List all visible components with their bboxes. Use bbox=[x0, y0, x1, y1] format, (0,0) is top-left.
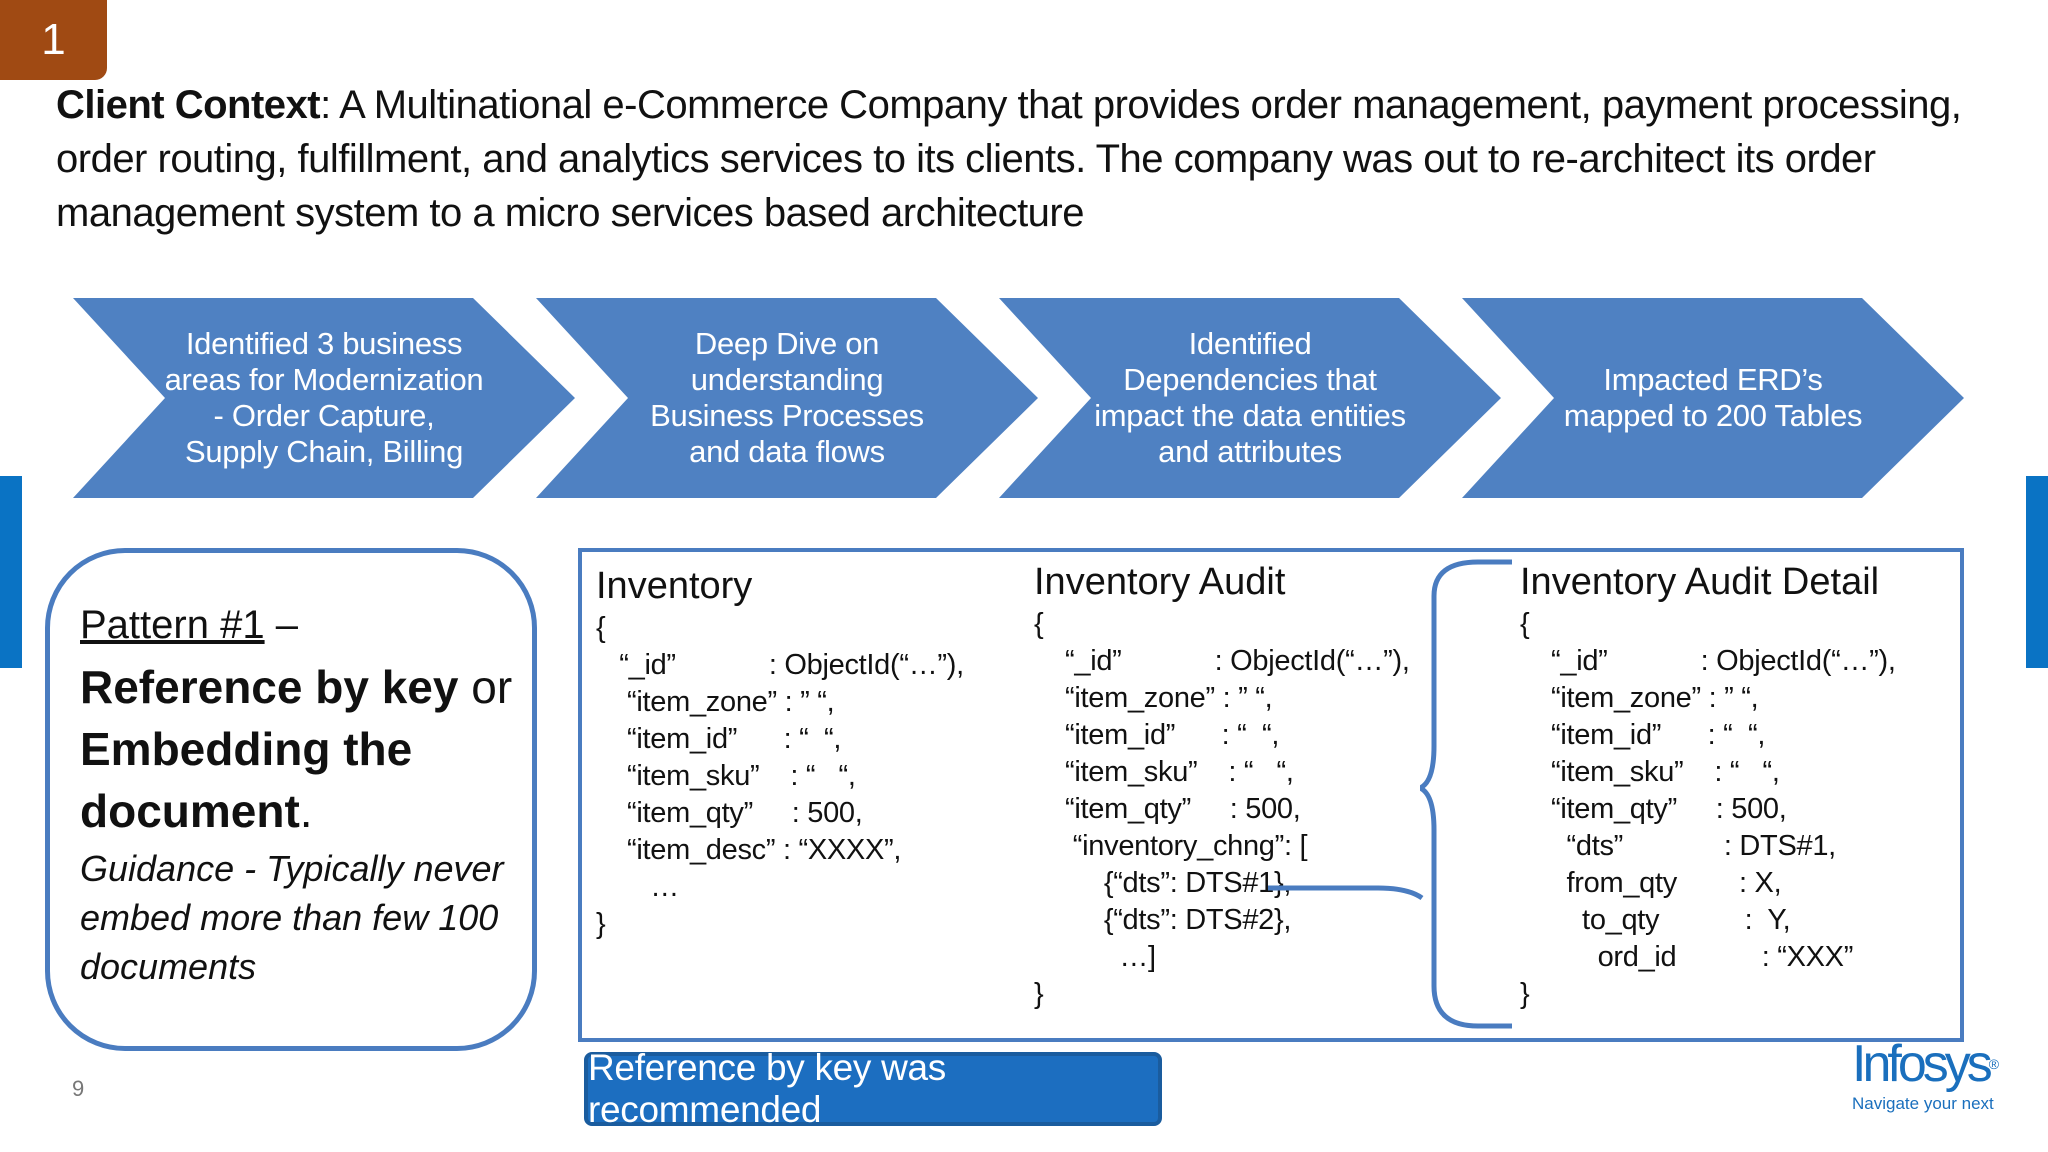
code-line: “item_zone” : ” “, bbox=[1034, 682, 1273, 714]
code-line: } bbox=[596, 908, 606, 940]
client-context-label: Client Context bbox=[56, 83, 321, 127]
code-line: “item_sku” : “ “, bbox=[1520, 756, 1780, 788]
code-line: “item_qty” : 500, bbox=[596, 797, 863, 829]
inventory-audit-schema: Inventory Audit { “_id” : ObjectId(“…”),… bbox=[1034, 558, 1410, 1013]
code-line: “_id” : ObjectId(“…”), bbox=[596, 649, 964, 681]
inventory-audit-lines: { “_id” : ObjectId(“…”), “item_zone” : ”… bbox=[1034, 606, 1410, 1013]
pattern-title-dash: – bbox=[264, 603, 298, 647]
code-line: “item_desc” : “XXXX”, bbox=[596, 834, 902, 866]
chevron-step-4: Impacted ERD’s mapped to 200 Tables bbox=[1462, 298, 1964, 498]
right-accent-bar bbox=[2026, 476, 2048, 668]
logo-tagline: Navigate your next bbox=[1852, 1094, 1994, 1113]
inventory-audit-title: Inventory Audit bbox=[1034, 561, 1286, 603]
chevron-step-1: Identified 3 business areas for Moderniz… bbox=[73, 298, 575, 498]
left-accent-bar bbox=[0, 476, 22, 668]
recommendation-banner: Reference by key was recommended bbox=[584, 1047, 1162, 1130]
pattern-strong-2: Embedding the document bbox=[80, 723, 413, 837]
code-line: { bbox=[596, 612, 606, 644]
code-line: “item_qty” : 500, bbox=[1520, 793, 1787, 825]
inventory-audit-detail-lines: { “_id” : ObjectId(“…”), “item_zone” : ”… bbox=[1520, 606, 1896, 1013]
code-line: “_id” : ObjectId(“…”), bbox=[1034, 645, 1410, 677]
code-line: …] bbox=[1034, 941, 1156, 973]
code-line: “item_sku” : “ “, bbox=[1034, 756, 1294, 788]
chevron-step-4-text: Impacted ERD’s mapped to 200 Tables bbox=[1563, 362, 1863, 433]
chevron-step-3: Identified Dependencies that impact the … bbox=[999, 298, 1501, 498]
pattern-period: . bbox=[299, 785, 313, 837]
code-line: ord_id : “XXX” bbox=[1520, 941, 1854, 973]
code-line: {“dts”: DTS#2}, bbox=[1034, 904, 1292, 936]
code-line: } bbox=[1520, 978, 1530, 1010]
pattern-or: or bbox=[458, 661, 513, 713]
code-line: “item_sku” : “ “, bbox=[596, 760, 856, 792]
inventory-lines: { “_id” : ObjectId(“…”), “item_zone” : ”… bbox=[596, 610, 964, 943]
inventory-schema: Inventory { “_id” : ObjectId(“…”), “item… bbox=[596, 562, 964, 943]
chevron-step-2-text: Deep Dive on understanding Business Proc… bbox=[650, 326, 924, 469]
logo-wordmark: Infosys® bbox=[1852, 1036, 2012, 1092]
infosys-logo: Infosys® Navigate your next bbox=[1852, 1036, 2012, 1114]
code-panel bbox=[578, 548, 1964, 1042]
brace-connector-icon bbox=[1420, 559, 1512, 1029]
code-line: “item_zone” : ” “, bbox=[596, 686, 835, 718]
slide-number-badge: 1 bbox=[0, 0, 107, 80]
code-line: { bbox=[1520, 608, 1530, 640]
code-line: “item_qty” : 500, bbox=[1034, 793, 1301, 825]
inventory-audit-detail-title: Inventory Audit Detail bbox=[1520, 561, 1880, 603]
code-line: { bbox=[1034, 608, 1044, 640]
code-line: {“dts”: DTS#1}, bbox=[1034, 867, 1292, 899]
chevron-step-3-text: Identified Dependencies that impact the … bbox=[1094, 326, 1406, 469]
inventory-audit-detail-schema: Inventory Audit Detail { “_id” : ObjectI… bbox=[1520, 558, 1896, 1013]
code-line: “inventory_chng”: [ bbox=[1034, 830, 1308, 862]
code-line: from_qty : X, bbox=[1520, 867, 1782, 899]
chevron-step-1-text: Identified 3 business areas for Moderniz… bbox=[164, 326, 484, 469]
pattern-title: Pattern #1 – bbox=[80, 600, 520, 650]
code-line: “_id” : ObjectId(“…”), bbox=[1520, 645, 1896, 677]
pattern-box bbox=[45, 548, 537, 1051]
code-line: “item_id” : “ “, bbox=[1520, 719, 1766, 751]
page-number: 9 bbox=[72, 1076, 85, 1101]
pattern-strong-1: Reference by key bbox=[80, 661, 459, 713]
brace-pointer-line bbox=[1268, 885, 1424, 901]
code-line: “item_id” : “ “, bbox=[1034, 719, 1280, 751]
inventory-title: Inventory bbox=[596, 565, 753, 607]
code-line: “item_zone” : ” “, bbox=[1520, 682, 1759, 714]
code-line: to_qty : Y, bbox=[1520, 904, 1791, 936]
chevron-step-2: Deep Dive on understanding Business Proc… bbox=[536, 298, 1038, 498]
code-line: } bbox=[1034, 978, 1044, 1010]
logo-registered-mark: ® bbox=[1988, 1056, 2000, 1072]
pattern-guidance: Guidance - Typically never embed more th… bbox=[80, 848, 504, 987]
client-context: Client Context: A Multinational e-Commer… bbox=[56, 78, 2006, 240]
code-line: “dts” : DTS#1, bbox=[1520, 830, 1837, 862]
logo-name: Infosys bbox=[1852, 1035, 1993, 1093]
code-line: “item_id” : “ “, bbox=[596, 723, 842, 755]
pattern-title-label: Pattern #1 bbox=[80, 603, 265, 647]
code-line: … bbox=[596, 871, 679, 903]
client-context-text: : A Multinational e-Commerce Company tha… bbox=[56, 83, 1962, 235]
